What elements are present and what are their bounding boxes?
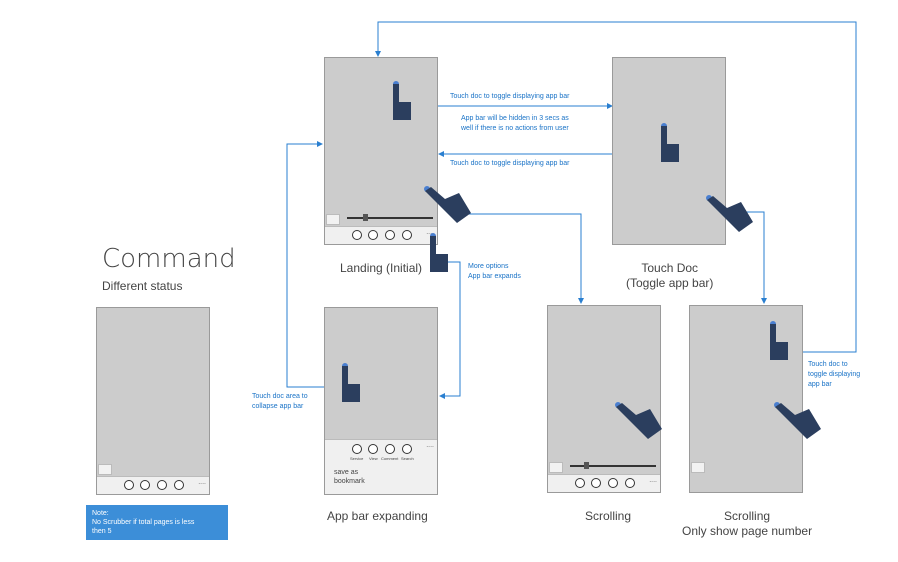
caption-touch-doc: Touch Doc (Toggle app bar): [626, 261, 713, 291]
more-dots[interactable]: ....: [649, 477, 657, 484]
caption-scrolling-page-line-2: Only show page number: [682, 524, 813, 538]
search-button[interactable]: [625, 478, 635, 488]
service-button[interactable]: [575, 478, 585, 488]
annotation-collapse: Touch doc area to collapse app bar: [252, 392, 308, 412]
swipe-hand-icon: [424, 186, 471, 223]
annotation-toggle-top: Touch doc to toggle displaying app bar: [450, 93, 570, 100]
app-bar: ....: [325, 226, 437, 244]
page-subtitle: Different status: [102, 279, 183, 293]
caption-landing: Landing (Initial): [340, 261, 423, 275]
note-line-2: No Scrubber if total pages is less: [92, 519, 195, 526]
annotation-more-options: More options App bar expands: [468, 262, 521, 282]
annotation-right-line-3: app bar: [808, 381, 832, 388]
annotation-right: Touch doc to toggle displaying app bar: [808, 360, 860, 390]
comment-button[interactable]: [157, 480, 167, 490]
tap-hand-icon: [430, 233, 448, 272]
caption-touch-doc-line-1: Touch Doc: [641, 261, 699, 275]
page-title: Command: [102, 244, 236, 274]
page-number-box: [98, 464, 112, 475]
tap-hand-icon: [661, 123, 679, 162]
view-button[interactable]: [368, 444, 378, 454]
app-bar-expanded: .... Service View Comment Search save as…: [325, 439, 437, 494]
comment-button[interactable]: [608, 478, 618, 488]
label-search: Search: [401, 456, 414, 461]
annotation-more-line-2: App bar expands: [468, 273, 521, 280]
phone-landing: ....: [324, 57, 438, 245]
caption-scrolling-page-number: Scrolling Only show page number: [682, 509, 812, 539]
more-dots[interactable]: ....: [426, 442, 434, 449]
phone-scrolling: ....: [547, 305, 661, 493]
note-box: Note: No Scrubber if total pages is less…: [86, 505, 228, 540]
search-button[interactable]: [402, 444, 412, 454]
service-button[interactable]: [124, 480, 134, 490]
menu-item-bookmark[interactable]: bookmark: [334, 478, 365, 485]
service-button[interactable]: [352, 230, 362, 240]
note-line-3: then 5: [92, 528, 112, 535]
arrow-landing-to-appbar-expanding: [439, 261, 461, 399]
annotation-collapse-line-2: collapse app bar: [252, 403, 304, 410]
service-button[interactable]: [352, 444, 362, 454]
phone-scrolling-page-number: [689, 305, 803, 493]
scrubber-track[interactable]: [570, 465, 656, 467]
label-view: View: [369, 456, 378, 461]
comment-button[interactable]: [385, 230, 395, 240]
more-dots[interactable]: ....: [426, 229, 434, 236]
search-button[interactable]: [174, 480, 184, 490]
caption-scrolling: Scrolling: [585, 509, 632, 523]
page-number-box: [549, 462, 563, 473]
annotation-more-line-1: More options: [468, 263, 509, 270]
caption-scrolling-page-line-1: Scrolling: [724, 509, 771, 523]
annotation-hidden: App bar will be hidden in 3 secs as well…: [461, 114, 569, 134]
annotation-right-line-2: toggle displaying: [808, 371, 861, 378]
swipe-hand-icon: [615, 402, 662, 439]
view-button[interactable]: [140, 480, 150, 490]
arrow-appbar-expanding-to-landing: [286, 141, 333, 388]
caption-appbar-expanding: App bar expanding: [327, 509, 428, 523]
phone-no-scrubber: ....: [96, 307, 210, 495]
note-line-1: Note:: [92, 510, 109, 517]
tap-hand-icon: [770, 321, 788, 360]
phone-appbar-expanding: .... Service View Comment Search save as…: [324, 307, 438, 495]
scrubber-thumb[interactable]: [363, 214, 368, 221]
arrow-landing-to-scrolling: [468, 213, 584, 304]
swipe-hand-icon: [706, 195, 753, 232]
tap-hand-icon: [342, 363, 360, 402]
page-number-box: [326, 214, 340, 225]
annotation-hidden-line-2: well if there is no actions from user: [461, 125, 569, 132]
more-dots[interactable]: ....: [198, 479, 206, 486]
scrubber-track[interactable]: [347, 217, 433, 219]
scrubber-thumb[interactable]: [584, 462, 589, 469]
swipe-hand-icon: [774, 402, 821, 439]
label-comment: Comment: [381, 456, 399, 461]
tap-hand-icon: [393, 81, 411, 120]
search-button[interactable]: [402, 230, 412, 240]
app-bar: ....: [548, 474, 660, 492]
view-button[interactable]: [368, 230, 378, 240]
overflow-menu: save as bookmark: [334, 468, 365, 486]
arrow-scrolling-page-to-landing: [375, 21, 857, 353]
page-number-box: [691, 462, 705, 473]
menu-item-save-as[interactable]: save as: [334, 469, 359, 476]
annotation-right-line-1: Touch doc to: [808, 361, 848, 368]
app-bar: ....: [97, 476, 209, 494]
view-button[interactable]: [591, 478, 601, 488]
caption-touch-doc-line-2: (Toggle app bar): [626, 276, 714, 290]
comment-button[interactable]: [385, 444, 395, 454]
annotation-collapse-line-1: Touch doc area to: [252, 393, 308, 400]
annotation-toggle-bottom: Touch doc to toggle displaying app bar: [450, 160, 570, 167]
label-service: Service: [350, 456, 364, 461]
annotation-hidden-line-1: App bar will be hidden in 3 secs as: [461, 115, 569, 122]
